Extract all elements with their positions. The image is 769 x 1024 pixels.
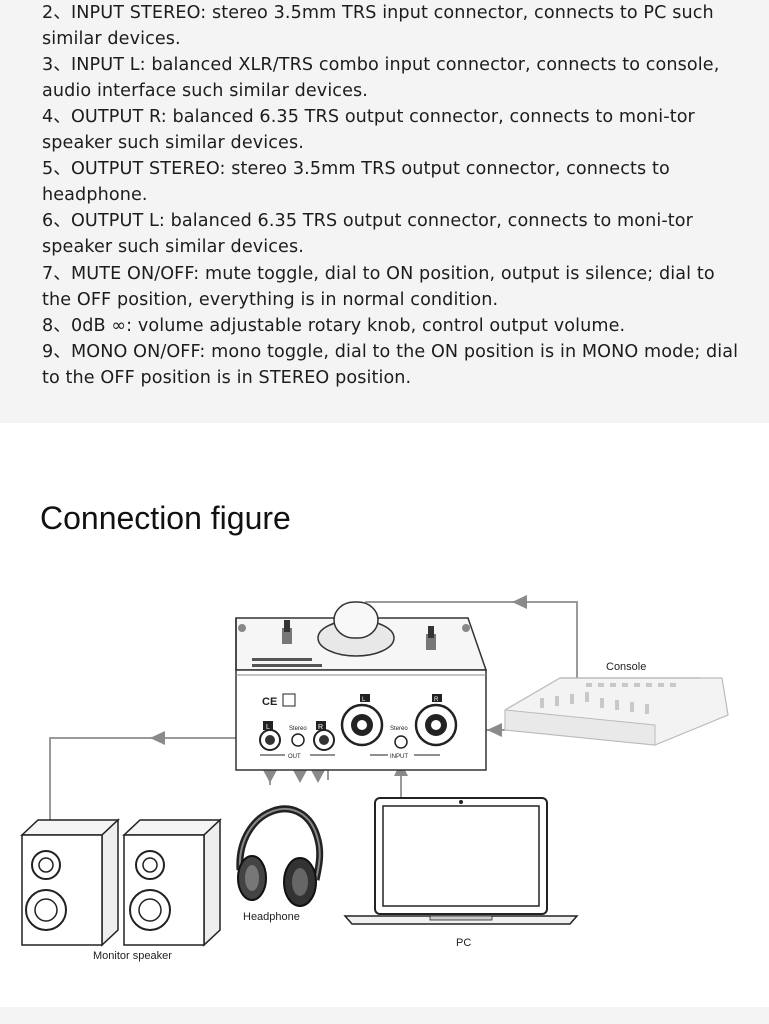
spec-item: 8、0dB ∞: volume adjustable rotary knob, … <box>42 316 626 336</box>
jack-label-r: R <box>318 724 323 731</box>
connection-diagram: CE L Stereo R OUT Stereo INPUT L R <box>20 595 729 962</box>
input-label: INPUT <box>390 754 408 760</box>
spec-item: 9、MONO ON/OFF: mono toggle, dial to the … <box>42 342 739 389</box>
input-stereo-jack-icon <box>394 735 408 749</box>
output-stereo-jack-icon <box>291 733 305 747</box>
mono-toggle-icon <box>426 634 436 650</box>
laptop-pc-icon: PC <box>343 797 579 949</box>
line-speaker-left <box>49 737 253 820</box>
section-heading: Connection figure <box>40 500 291 536</box>
spec-item: 3、INPUT L: balanced XLR/TRS combo input … <box>42 55 720 102</box>
spec-item: 5、OUTPUT STEREO: stereo 3.5mm TRS output… <box>42 159 670 206</box>
bottom-band <box>0 1007 769 1024</box>
speaker-left-icon <box>20 818 120 947</box>
out-label: OUT <box>288 754 301 760</box>
pc-label: PC <box>456 937 471 949</box>
spec-item: 2、INPUT STEREO: stereo 3.5mm TRS input c… <box>42 3 714 50</box>
mute-toggle-icon <box>282 628 292 644</box>
xlr-label-r: R <box>434 697 439 703</box>
spec-item: 7、MUTE ON/OFF: mute toggle, dial to ON p… <box>42 264 715 311</box>
spec-item: 4、OUTPUT R: balanced 6.35 TRS output con… <box>42 107 695 154</box>
xlr-label-l: L <box>362 697 366 703</box>
headphone-icon: Headphone <box>236 805 324 923</box>
console-mixer-icon: Console <box>504 661 729 746</box>
connection-figure: CE L Stereo R OUT Stereo INPUT L R <box>0 580 769 980</box>
monitor-speakers: Monitor speaker <box>20 818 222 962</box>
ce-mark: CE <box>262 696 277 708</box>
monitor-controller-device: CE L Stereo R OUT Stereo INPUT L R <box>235 601 488 771</box>
jack-label-l: L <box>266 724 270 731</box>
monitor-speaker-label: Monitor speaker <box>93 950 172 962</box>
headphone-label: Headphone <box>243 911 300 923</box>
jack-label-stereo-out: Stereo <box>289 726 307 732</box>
speaker-right-icon <box>122 818 222 947</box>
input-stereo-label: Stereo <box>390 726 408 732</box>
specification-section: 2、INPUT STEREO: stereo 3.5mm TRS input c… <box>0 0 769 423</box>
spec-item: 6、OUTPUT L: balanced 6.35 TRS output con… <box>42 211 694 258</box>
console-label: Console <box>606 661 646 673</box>
